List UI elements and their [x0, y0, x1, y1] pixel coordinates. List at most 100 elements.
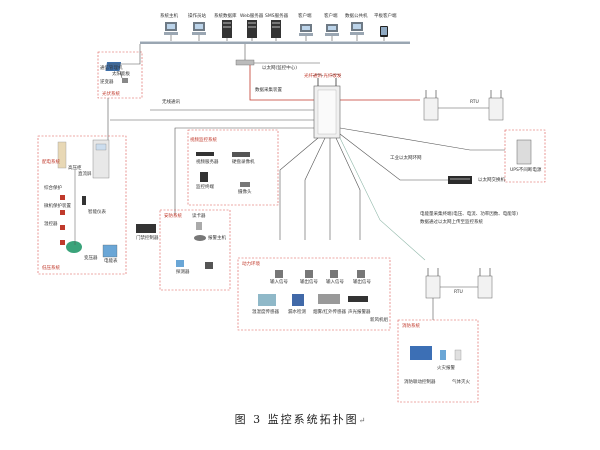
security-item-3: 报警主机: [208, 236, 226, 241]
top-device-label-4: Web服务器: [240, 14, 264, 19]
env-item-4: 声光报警器: [348, 310, 371, 315]
top-device-6: [299, 24, 313, 41]
env-sensor-4: [348, 296, 368, 302]
top-device-label-7: 客户端: [324, 14, 338, 19]
caption-return-mark: ↵: [358, 416, 366, 425]
top-device-1: [164, 22, 178, 41]
env-rtu-4: [357, 270, 365, 278]
red-link-1: [249, 65, 315, 101]
hv-cabinet-icon: [57, 141, 67, 169]
meter-icon-2: [102, 244, 118, 258]
link-bus-left: [108, 44, 141, 65]
camera-icon: [240, 182, 250, 187]
switch-right-label: 以太网交换机: [478, 178, 505, 183]
top-device-label-8: 数据公共机: [345, 14, 368, 19]
camera-label: 摄像头: [238, 190, 252, 195]
left-item-1: 高压柜: [68, 166, 82, 171]
link-gw-bottom-right: [339, 137, 426, 261]
top-device-label-5: SMS服务器: [265, 14, 289, 19]
gateway-note-label: 数据采集装置: [255, 88, 282, 93]
ethernet-main-label: 以太网(监控中心): [262, 66, 298, 71]
fire-box-title: 消防系统: [402, 324, 420, 329]
access-ctrl-icon: [136, 224, 156, 233]
link-gw-left-long2: [174, 127, 314, 215]
transformer-icon: [66, 241, 82, 253]
dc-panel-face: [95, 143, 107, 151]
left-item-5: 变压器: [84, 256, 98, 261]
top-device-label-2: 操作员站: [188, 14, 206, 19]
top-device-label-1: 系统主机: [160, 14, 178, 19]
video-nvr-label: 硬盘录像机: [232, 160, 255, 165]
left-panel-box: [37, 135, 127, 275]
link-gw-mid4: [335, 137, 361, 240]
figure-caption: 图 3 监控系统拓扑图↵: [0, 411, 600, 427]
rtu-right-label: RTU: [470, 100, 479, 105]
ups-icon: [516, 139, 532, 165]
top-device-5-server: [271, 20, 281, 41]
caption-text: 图 3 监控系统拓扑图: [234, 413, 359, 426]
ring-net-label: 工业以太网环网: [390, 156, 422, 161]
top-device-4-server: [247, 20, 257, 41]
env-rtu-3: [330, 270, 338, 278]
top-device-3-server: [222, 20, 232, 41]
security-item-4: 探测器: [176, 270, 190, 275]
alarm-host-icon: [194, 235, 206, 241]
pv-box: [97, 51, 143, 99]
top-device-8: [350, 22, 364, 41]
left-item-3: 综合保护: [44, 186, 62, 191]
ethernet-bus: [140, 41, 410, 44]
top-device-label-6: 客户端: [298, 14, 312, 19]
ethernet-bus-highlight: [140, 41, 410, 42]
left-item-4: 微机保护装置: [44, 204, 71, 209]
link-gw-switch: [339, 133, 448, 181]
ups-box: [504, 129, 546, 183]
fiber-red-label: 光纤通讯 光纤收发: [304, 74, 342, 79]
top-device-label-9: 平板客户端: [374, 14, 397, 19]
video-server-icon: [196, 152, 214, 156]
left-item-6: 温控器: [44, 222, 58, 227]
link-gw-ups: [339, 127, 505, 151]
ups-label: UPS不间断电源: [510, 168, 542, 173]
env-sensor-1: [258, 294, 276, 306]
fire-item-2: 火灾报警: [437, 366, 455, 371]
rtu-bottom-label: RTU: [454, 290, 463, 295]
fire-box: [397, 319, 479, 403]
comm-mgr-left-label: 通信管理机: [100, 66, 123, 71]
left-panel-footer: 低压系统: [42, 266, 60, 271]
env-item-2: 漏水检测: [288, 310, 306, 315]
fire-item-3: 气体灭火: [452, 380, 470, 385]
env-item-5: 新风机组: [370, 318, 388, 323]
comm-manager-icon: [235, 59, 255, 66]
rtu-right-2: [488, 90, 504, 121]
rtu-bottom-2: [477, 268, 493, 299]
video-nvr-icon: [232, 152, 250, 157]
env-item-3: 烟雾/红外传感器: [313, 310, 347, 315]
pc-mid-label: 监控终端: [196, 185, 214, 190]
left-item-2: 直流屏: [78, 172, 92, 177]
switch-right-face: [450, 178, 470, 180]
protection-icon-4: [60, 240, 65, 245]
right-note2-label: 数据通过以太网上传至监控系统: [420, 220, 483, 225]
security-box-title: 安防系统: [164, 214, 182, 219]
env-sensor-3: [318, 294, 340, 304]
video-server-label: 视频服务器: [196, 160, 219, 165]
gas-extinguish-icon: [454, 349, 462, 361]
meter-icon-1: [82, 196, 86, 205]
security-item-1: 门禁控制器: [136, 236, 159, 241]
detector-icon-2: [205, 262, 213, 269]
env-col-4: 输出信号: [353, 280, 371, 285]
rtu-bottom-1: [425, 268, 441, 299]
env-rtu-1: [275, 270, 283, 278]
pv-solar-label: 太阳能板: [112, 72, 130, 77]
env-item-1: 温湿度传感器: [252, 310, 279, 315]
monitor-icon: [200, 172, 208, 182]
pv-box-title: 光伏系统: [102, 92, 120, 97]
env-rtu-2: [305, 270, 313, 278]
fire-alarm-icon: [440, 350, 446, 360]
top-device-2: [192, 22, 206, 41]
protection-icon-2: [60, 210, 65, 215]
rtu-right-1: [423, 90, 439, 121]
left-item-8: 电能表: [104, 259, 118, 264]
